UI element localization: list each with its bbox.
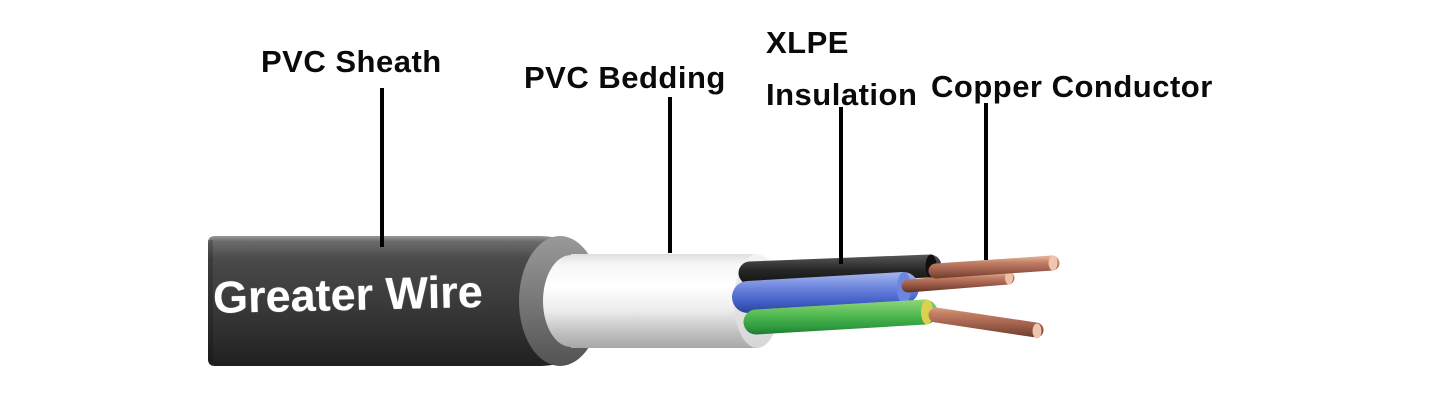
pvc-bedding-body <box>571 254 757 348</box>
pvc-sheath-left-cut-shade <box>208 240 213 362</box>
label-xlpe-line2: Insulation <box>766 77 918 112</box>
wire-blue-insulation <box>732 272 919 313</box>
leader-line-pvc-bedding <box>668 97 672 253</box>
leader-line-copper-conductor <box>984 103 988 260</box>
copper-conductor-middle <box>901 271 1015 293</box>
label-xlpe-line1: XLPE <box>766 25 849 60</box>
wire-green-insulation <box>743 299 938 335</box>
copper-conductor-middle-tip <box>1005 271 1013 285</box>
copper-conductor-bottom-tip <box>1032 323 1042 339</box>
leader-line-pvc-sheath <box>380 88 384 247</box>
label-pvc-bedding: PVC Bedding <box>524 60 726 95</box>
label-copper-conductor: Copper Conductor <box>931 69 1213 104</box>
cable-brand-text: Greater Wire <box>212 265 484 324</box>
copper-conductor-bottom <box>928 307 1044 338</box>
copper-conductor-top-tip <box>1048 255 1058 271</box>
copper-conductor-top <box>928 255 1060 279</box>
leader-line-xlpe-insulation <box>839 107 843 264</box>
pvc-sheath-body <box>208 236 603 366</box>
label-pvc-sheath: PVC Sheath <box>261 44 442 79</box>
label-xlpe-insulation: XLPE Insulation <box>766 17 917 121</box>
wire-black-insulation <box>738 254 942 285</box>
